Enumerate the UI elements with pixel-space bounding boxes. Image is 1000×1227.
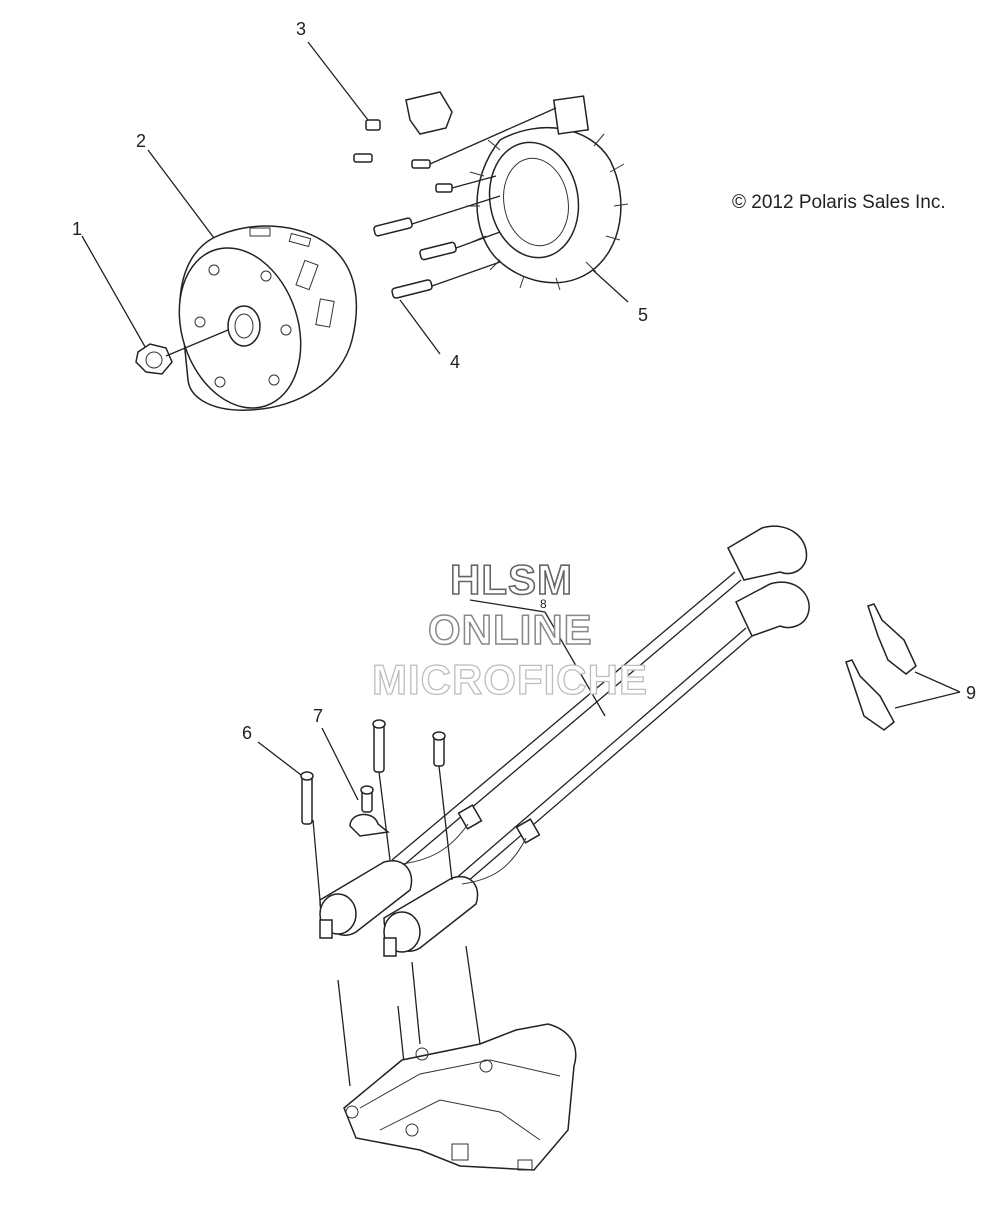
callout-5: 5 [638,305,649,325]
callout-3: 3 [296,19,307,39]
watermark-line-2: ONLINE [427,605,593,654]
callout-8: 8 [540,597,547,611]
flywheel-drawing [178,225,358,411]
leader-lines [81,41,961,801]
watermark-line-3: MICROFICHE [371,655,648,703]
coil-bracket-drawing [337,945,577,1171]
flywheel-nut-drawing [135,329,229,375]
pickup-sensor-drawing [353,91,453,193]
callout-1: 1 [72,219,83,239]
spark-plugs-drawing [845,603,917,731]
stator-bolts-drawing [373,107,557,299]
watermark-line-1: HLSM [449,555,573,604]
coil-screws-drawing [300,719,453,901]
callout-7: 7 [313,706,324,726]
ignition-coils-drawing [319,525,810,957]
copyright-notice: © 2012 Polaris Sales Inc. [732,192,946,213]
callout-4: 4 [450,352,461,372]
callout-9: 9 [966,683,977,703]
callout-6: 6 [242,723,253,743]
callout-2: 2 [136,131,147,151]
stator-drawing [466,95,629,291]
